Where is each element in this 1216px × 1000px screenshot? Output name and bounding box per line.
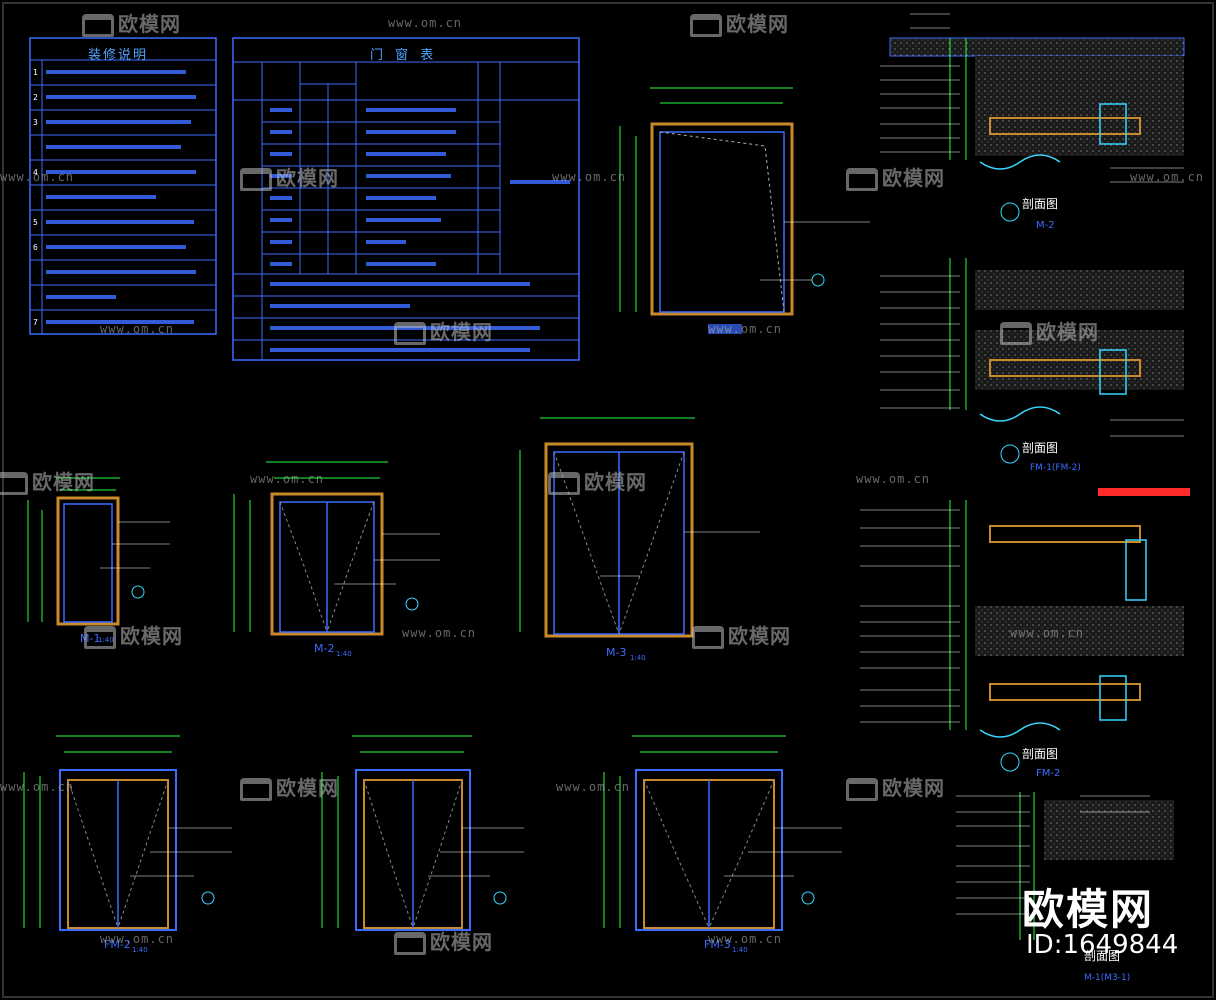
section1-title: 剖面图: [1022, 197, 1058, 211]
sofa-logo-icon: [846, 778, 878, 801]
fm3-scale: 1:40: [732, 946, 748, 954]
image-id-label: ID:1649844: [1026, 930, 1179, 960]
watermark-brand: 欧模网: [82, 8, 181, 37]
door-table-title: 门 窗 表: [370, 48, 438, 63]
watermark-brand: 欧模网: [692, 620, 791, 649]
fm3-label: FM-3: [704, 938, 731, 951]
sofa-logo-icon: [82, 14, 114, 37]
watermark-brand: 欧模网: [846, 162, 945, 191]
sofa-logo-icon: [1000, 322, 1032, 345]
watermark-url: www.om.cn: [708, 322, 783, 336]
watermark-url: www.om.cn: [1130, 170, 1205, 184]
section3-code: FM-2: [1036, 768, 1060, 779]
watermark-url: www.om.cn: [0, 780, 75, 794]
svg-text:1: 1: [33, 68, 38, 77]
svg-text:6: 6: [33, 243, 38, 252]
sofa-logo-icon: [0, 472, 28, 495]
notes-title: 装修说明: [88, 48, 149, 63]
watermark-brand: 欧模网: [0, 466, 95, 495]
section2-title: 剖面图: [1022, 441, 1058, 455]
watermark-brand: 欧模网: [84, 620, 183, 649]
door-elevation-m3: M-3 1:40: [519, 417, 760, 662]
brand-watermark: 欧模网: [1022, 885, 1155, 934]
section4-title: 剖面图: [1084, 949, 1120, 963]
m2-scale: 1:40: [336, 650, 352, 658]
section2-code: FM-1(FM-2): [1030, 463, 1081, 473]
m1-scale: 1:40: [98, 636, 114, 644]
watermark-brand: 欧模网: [846, 772, 945, 801]
sofa-logo-icon: [394, 322, 426, 345]
watermark-url: www.om.cn: [100, 322, 175, 336]
m3-scale: 1:40: [630, 654, 646, 662]
section1-code: M-2: [1036, 220, 1055, 231]
svg-text:7: 7: [33, 318, 38, 327]
section-detail-3: 剖面图 FM-2: [860, 488, 1190, 779]
svg-text:3: 3: [33, 118, 38, 127]
watermark-brand: 欧模网: [394, 316, 493, 345]
section4-code: M-1(M3-1): [1084, 973, 1130, 983]
watermark-brand: 欧模网: [240, 772, 339, 801]
sofa-logo-icon: [548, 472, 580, 495]
sofa-logo-icon: [394, 932, 426, 955]
section3-title: 剖面图: [1022, 747, 1058, 761]
door-schedule-table: [232, 37, 580, 361]
watermark-url: www.om.cn: [388, 16, 463, 30]
watermark-brand: 欧模网: [690, 8, 789, 37]
sofa-logo-icon: [240, 168, 272, 191]
notes-panel: 1 2 3 4 5 6 7: [29, 37, 217, 335]
section-detail-4: 剖面图 M-1(M3-1): [956, 792, 1174, 983]
watermark-url: www.om.cn: [708, 932, 783, 946]
door-elevation-fm2: FM-2 1:40: [23, 735, 232, 954]
door-elevation-m2: M-2 1:40: [233, 461, 440, 658]
m2-label: M-2: [314, 642, 334, 655]
watermark-brand: 欧模网: [240, 162, 339, 191]
sofa-logo-icon: [240, 778, 272, 801]
watermark-url: www.om.cn: [856, 472, 931, 486]
watermark-url: www.om.cn: [402, 626, 477, 640]
door-elevation-top: [619, 87, 870, 334]
sofa-logo-icon: [84, 626, 116, 649]
section-detail-1: 剖面图 M-2: [880, 13, 1185, 231]
sofa-logo-icon: [692, 626, 724, 649]
watermark-url: www.om.cn: [1010, 626, 1085, 640]
watermark-brand: 欧模网: [394, 926, 493, 955]
svg-text:4: 4: [33, 168, 38, 177]
watermark-url: www.om.cn: [100, 932, 175, 946]
door-elevation-m1: M-1 1:40: [27, 477, 170, 645]
watermark-url: www.om.cn: [250, 472, 325, 486]
svg-text:2: 2: [33, 93, 38, 102]
watermark-url: www.om.cn: [0, 170, 75, 184]
watermark-url: www.om.cn: [556, 780, 631, 794]
door-elevation-bottom-middle: [321, 735, 524, 931]
section-detail-2: 剖面图 FM-1(FM-2): [880, 258, 1184, 473]
watermark-brand: 欧模网: [548, 466, 647, 495]
sofa-logo-icon: [690, 14, 722, 37]
fm2-scale: 1:40: [132, 946, 148, 954]
door-elevation-fm3: FM-3 1:40: [603, 735, 842, 954]
svg-text:5: 5: [33, 218, 38, 227]
watermark-brand: 欧模网: [1000, 316, 1099, 345]
watermark-url: www.om.cn: [552, 170, 627, 184]
m3-label: M-3: [606, 646, 626, 659]
fm2-label: FM-2: [104, 938, 131, 951]
sofa-logo-icon: [846, 168, 878, 191]
